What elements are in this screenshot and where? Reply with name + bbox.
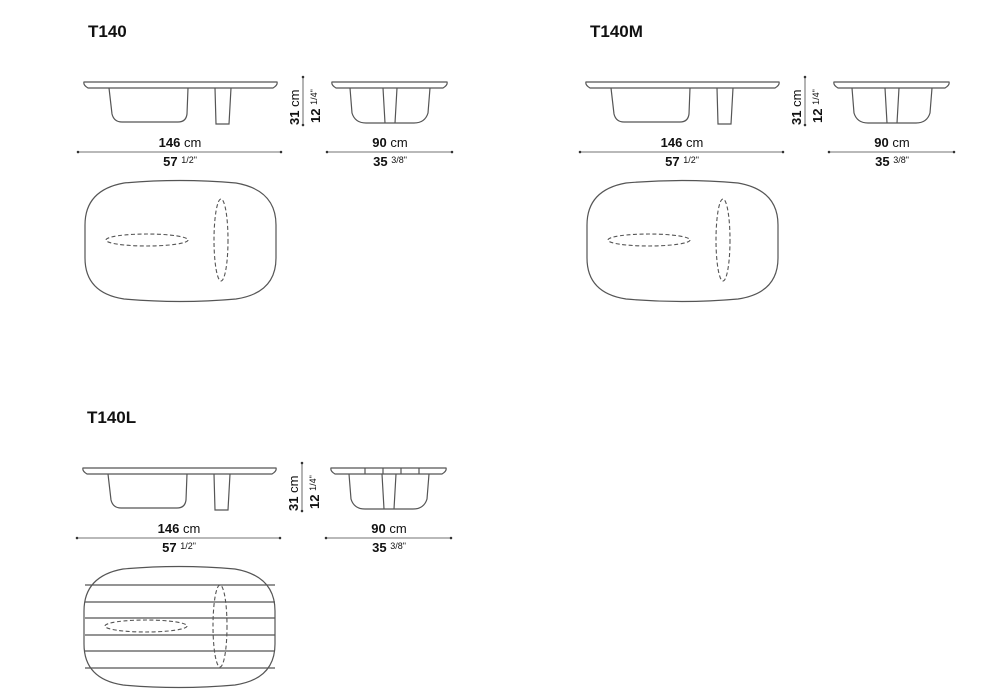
depth-in-label: 35 3/8": [875, 154, 909, 169]
width-in-label-part: 1/2: [181, 155, 194, 165]
height-in-label-part: ": [308, 475, 318, 478]
height-in-label-part: ": [811, 89, 821, 92]
height-cm-label-part: 31: [287, 111, 302, 125]
width-in-label-part: 1/2: [683, 155, 696, 165]
width-cm-label: 146 cm: [158, 521, 201, 536]
width-in-label-part: ": [696, 155, 699, 165]
width-in-label-part: 57: [665, 154, 679, 169]
width-cm-label-part: 146: [661, 135, 683, 150]
depth-cm-label-part: 90: [874, 135, 888, 150]
height-cm-label-part: 31: [286, 497, 301, 511]
width-in-label: 57 1/2": [162, 540, 196, 555]
depth-cm-label-part: cm: [387, 135, 408, 150]
height-cm-label: 31 cm: [286, 476, 301, 511]
height-in-label-part: 12: [308, 109, 323, 123]
plan-view: [84, 179, 277, 303]
height-in-label-part: 1/4: [811, 92, 821, 105]
plan-view: [586, 179, 779, 303]
depth-in-label-part: 35: [372, 540, 386, 555]
depth-cm-label-part: 90: [372, 135, 386, 150]
height-cm-label-part: cm: [286, 476, 301, 497]
depth-in-label: 35 3/8": [373, 154, 407, 169]
drawing-title: T140L: [87, 408, 136, 427]
height-in-label-part: 1/4: [308, 478, 318, 491]
width-cm-label-part: cm: [179, 521, 200, 536]
depth-cm-label: 90 cm: [874, 135, 909, 150]
width-cm-label-part: 146: [158, 521, 180, 536]
height-cm-label: 31 cm: [789, 90, 804, 125]
depth-in-label: 35 3/8": [372, 540, 406, 555]
width-in-label: 57 1/2": [163, 154, 197, 169]
side-view: [833, 81, 950, 124]
drawing-title: T140: [88, 22, 127, 41]
width-in-label-part: 1/2: [180, 541, 193, 551]
drawing-title: T140M: [590, 22, 643, 41]
depth-cm-label-part: cm: [386, 521, 407, 536]
depth-cm-label-part: 90: [371, 521, 385, 536]
depth-in-label-part: 3/8: [391, 155, 404, 165]
height-in-label-part: ": [309, 89, 319, 92]
front-view: [83, 81, 278, 125]
depth-in-label-part: ": [404, 155, 407, 165]
depth-in-label-part: ": [906, 155, 909, 165]
height-in-label-part: 12: [307, 495, 322, 509]
depth-cm-label: 90 cm: [372, 135, 407, 150]
depth-cm-label: 90 cm: [371, 521, 406, 536]
height-cm-label-part: cm: [789, 90, 804, 111]
width-in-label-part: ": [193, 541, 196, 551]
plan-view: [83, 565, 276, 689]
width-cm-label-part: 146: [159, 135, 181, 150]
depth-in-label-part: 35: [875, 154, 889, 169]
width-in-label-part: ": [194, 155, 197, 165]
height-in-label: 12 1/4": [810, 89, 825, 123]
depth-in-label-part: 3/8: [893, 155, 906, 165]
height-cm-label-part: 31: [789, 111, 804, 125]
front-view: [585, 81, 780, 125]
width-cm-label: 146 cm: [159, 135, 202, 150]
height-in-label-part: 1/4: [309, 92, 319, 105]
width-in-label-part: 57: [163, 154, 177, 169]
depth-in-label-part: ": [403, 541, 406, 551]
height-in-label-part: 12: [810, 109, 825, 123]
side-view: [330, 467, 447, 510]
front-view: [82, 467, 277, 511]
depth-cm-label-part: cm: [889, 135, 910, 150]
height-cm-label-part: cm: [287, 90, 302, 111]
height-in-label: 12 1/4": [307, 475, 322, 509]
width-cm-label: 146 cm: [661, 135, 704, 150]
width-in-label: 57 1/2": [665, 154, 699, 169]
width-cm-label-part: cm: [180, 135, 201, 150]
depth-in-label-part: 35: [373, 154, 387, 169]
height-in-label: 12 1/4": [308, 89, 323, 123]
height-cm-label: 31 cm: [287, 90, 302, 125]
depth-in-label-part: 3/8: [390, 541, 403, 551]
width-in-label-part: 57: [162, 540, 176, 555]
side-view: [331, 81, 448, 124]
width-cm-label-part: cm: [682, 135, 703, 150]
